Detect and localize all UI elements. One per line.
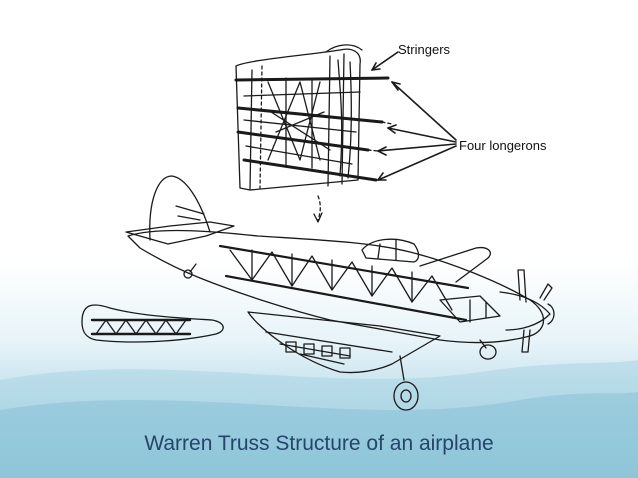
label-four-longerons: Four longerons xyxy=(459,138,547,153)
small-fuselage-side-view xyxy=(81,304,224,343)
label-arrows xyxy=(371,51,457,181)
fuselage-section-detail xyxy=(234,44,393,223)
label-stringers: Stringers xyxy=(398,42,451,57)
main-airplane xyxy=(125,175,555,411)
slide-caption: Warren Truss Structure of an airplane xyxy=(144,432,494,455)
